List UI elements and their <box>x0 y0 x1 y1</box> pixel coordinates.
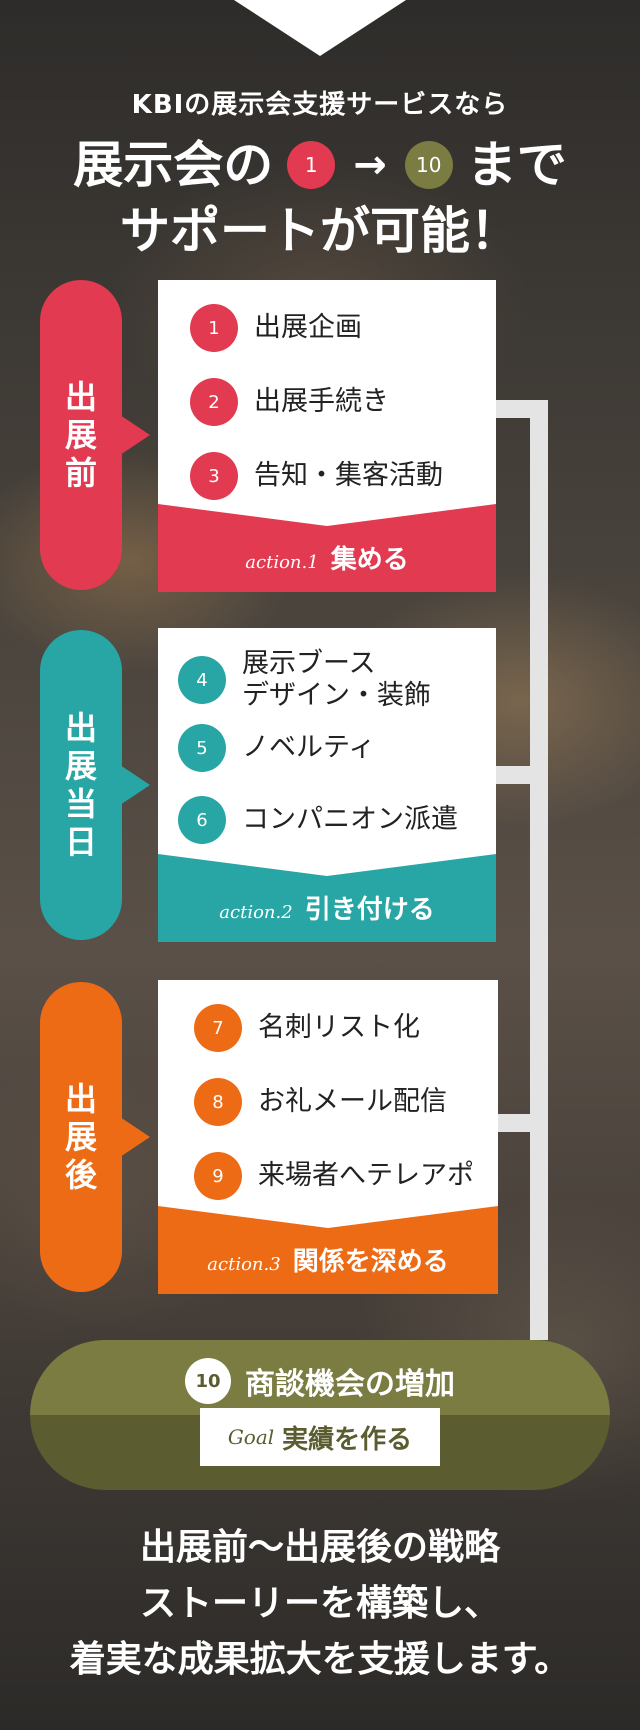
lead-text: KBIの展示会支援サービスなら <box>131 90 509 120</box>
phase-card-day: 4 展示ブース デザイン・装飾 5 ノベルティ 6 コンパニオン派遣 actio… <box>158 628 496 942</box>
action-band <box>158 1206 498 1294</box>
headline-line2: サポートが可能！ <box>120 202 520 260</box>
right-arrow-icon: → <box>353 142 387 188</box>
closing-text: 出展前〜出展後の戦略 ストーリーを構築し、 着実な成果拡大を支援します。 <box>69 1527 571 1680</box>
headline-post: まで <box>466 136 567 194</box>
connector-vertical <box>530 400 548 1340</box>
headline-pre: 展示会の <box>73 136 274 194</box>
list-item: 9 来場者へテレアポ <box>194 1152 474 1200</box>
list-item: 7 名刺リスト化 <box>194 1004 420 1052</box>
badge-start: 1 <box>287 141 336 189</box>
list-item: 1 出展企画 <box>190 304 362 352</box>
down-arrow-icon <box>234 0 406 56</box>
phase-pill-before: 出 展 前 <box>40 280 150 590</box>
list-item: 5 ノベルティ <box>178 724 375 772</box>
list-item: 8 お礼メール配信 <box>194 1078 447 1126</box>
badge-end: 10 <box>404 141 453 189</box>
goal-badge: 10 <box>185 1358 231 1404</box>
connector-phase3 <box>496 1114 548 1132</box>
phase-pill-after: 出 展 後 <box>40 982 150 1292</box>
list-item: 6 コンパニオン派遣 <box>178 796 458 844</box>
connector-phase1 <box>496 400 548 418</box>
list-item: 4 展示ブース デザイン・装飾 <box>178 648 431 712</box>
phase-pill-day: 出 展 当 日 <box>40 630 150 940</box>
action-band <box>158 854 496 942</box>
list-item: 3 告知・集客活動 <box>190 452 443 500</box>
goal-title: 商談機会の増加 <box>245 1367 455 1402</box>
headline: 展示会の 1 → 10 まで サポートが可能！ <box>0 132 640 264</box>
action-band <box>158 504 496 592</box>
connector-phase2 <box>496 766 548 784</box>
list-item: 2 出展手続き <box>190 378 389 426</box>
